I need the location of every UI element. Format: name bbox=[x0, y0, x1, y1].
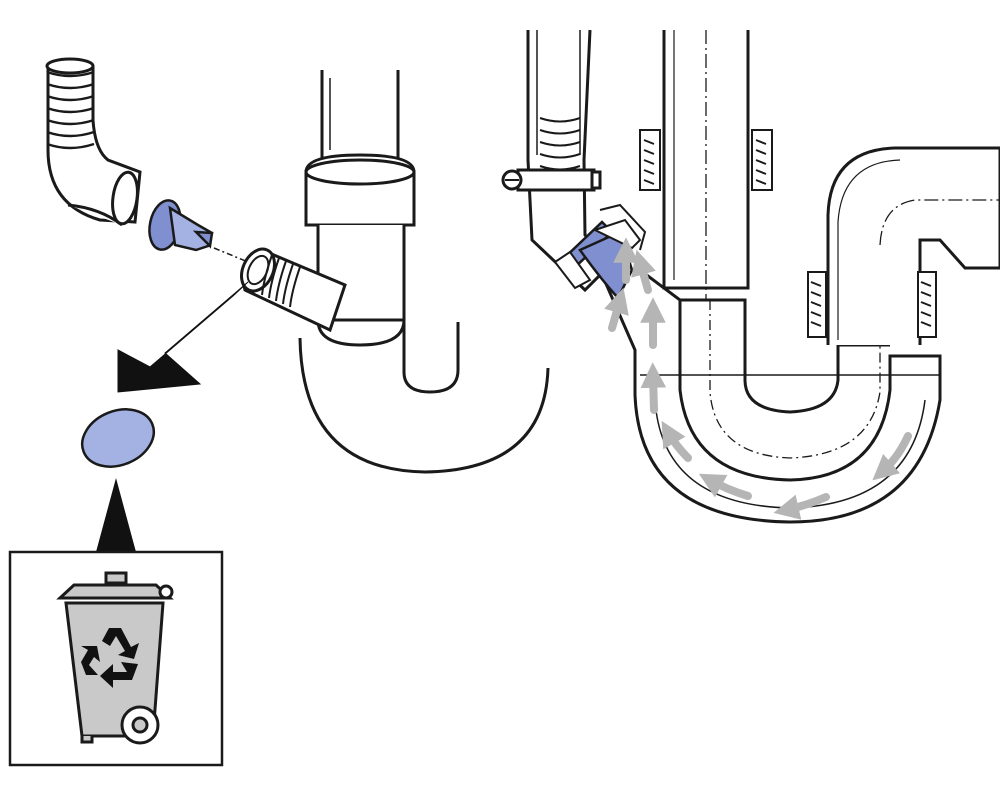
dispose-disc-arrow bbox=[96, 478, 136, 552]
right-panel bbox=[501, 29, 1000, 524]
pipe-nut-left bbox=[639, 129, 661, 191]
flow-arrow bbox=[631, 249, 656, 294]
flow-arrow bbox=[872, 432, 912, 481]
left-panel bbox=[45, 57, 550, 552]
drain-pipe-with-branch bbox=[240, 70, 550, 474]
spigot-thread bbox=[261, 254, 301, 308]
recycle-bin-icon bbox=[56, 571, 174, 745]
hose-clamp bbox=[501, 168, 602, 192]
hose-ribs bbox=[46, 70, 95, 150]
vertical-drain-pipe bbox=[639, 30, 773, 300]
recycling-symbol bbox=[81, 628, 139, 688]
flow-arrow bbox=[604, 287, 629, 332]
flow-arrow bbox=[661, 420, 692, 462]
disposal-box bbox=[8, 550, 224, 767]
horizontal-outlet-pipe bbox=[807, 146, 1000, 345]
flow-arrow bbox=[640, 362, 667, 414]
flow-arrows bbox=[604, 237, 912, 520]
pipe-nut-right bbox=[751, 129, 773, 191]
flow-arrow bbox=[698, 473, 752, 500]
alignment-line bbox=[213, 247, 249, 263]
non-return-valve bbox=[148, 199, 214, 252]
flow-arrow bbox=[773, 493, 830, 520]
outlet-nut-left bbox=[807, 271, 827, 338]
sealing-disc bbox=[80, 408, 156, 468]
remove-disc-arrow bbox=[117, 281, 249, 393]
outlet-nut-right bbox=[917, 271, 937, 338]
hose-elbow bbox=[45, 57, 142, 227]
drain-hose-with-clamp bbox=[501, 29, 613, 293]
